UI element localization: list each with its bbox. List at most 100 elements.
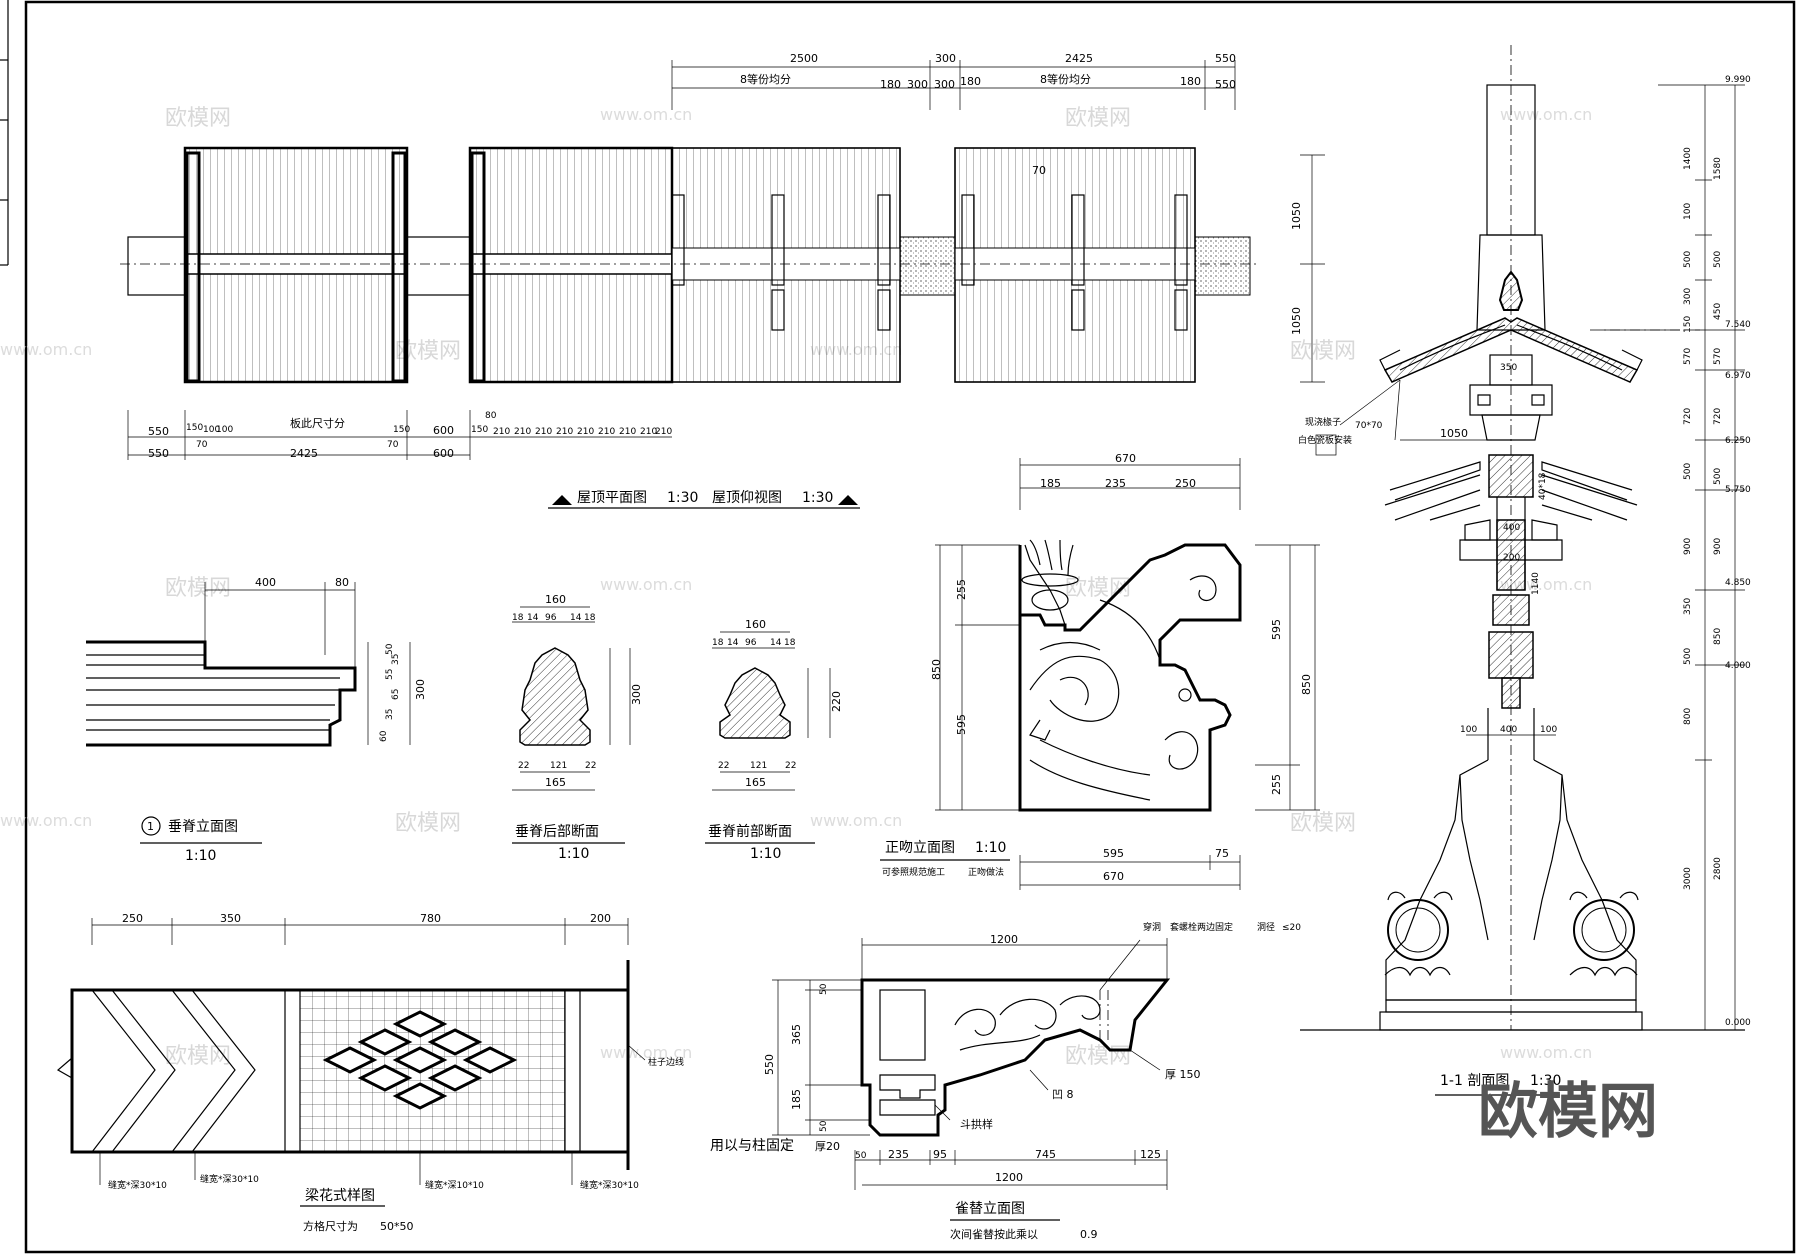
- svg-text:凹 8: 凹 8: [1052, 1088, 1074, 1101]
- dim-550: 550: [1215, 52, 1236, 65]
- svg-text:780: 780: [420, 912, 441, 925]
- svg-text:720: 720: [1683, 408, 1693, 425]
- svg-text:1:30: 1:30: [667, 490, 698, 506]
- svg-text:180: 180: [1180, 75, 1201, 88]
- svg-text:穿洞: 穿洞: [1143, 921, 1161, 933]
- svg-text:50: 50: [819, 1120, 829, 1132]
- svg-text:3000: 3000: [1683, 867, 1693, 890]
- svg-text:欧模网: 欧模网: [1065, 106, 1131, 131]
- svg-text:100: 100: [1683, 203, 1693, 220]
- title-sec-front: 垂脊前部断面: [708, 823, 792, 840]
- svg-text:185: 185: [790, 1089, 803, 1110]
- svg-text:柱子边线: 柱子边线: [648, 1056, 684, 1068]
- svg-text:595: 595: [1270, 619, 1283, 640]
- title-roof-plan: 屋顶平面图: [577, 490, 647, 506]
- svg-text:600: 600: [433, 447, 454, 460]
- title-chuiji: 垂脊立面图: [168, 819, 238, 835]
- svg-text:欧模网: 欧模网: [165, 576, 231, 601]
- svg-text:套螺栓两边固定: 套螺栓两边固定: [1170, 921, 1233, 933]
- svg-text:1200: 1200: [990, 933, 1018, 946]
- svg-text:1:10: 1:10: [750, 846, 781, 862]
- svg-text:缝宽*深30*10: 缝宽*深30*10: [580, 1179, 639, 1191]
- svg-text:1:10: 1:10: [185, 848, 216, 864]
- svg-text:70: 70: [196, 440, 208, 450]
- svg-text:100: 100: [1540, 725, 1557, 735]
- svg-text:745: 745: [1035, 1148, 1056, 1161]
- svg-text:250: 250: [1175, 477, 1196, 490]
- svg-text:50: 50: [385, 643, 395, 655]
- dim-300: 300: [935, 52, 956, 65]
- svg-text:550: 550: [1215, 78, 1236, 91]
- svg-text:2800: 2800: [1713, 857, 1723, 880]
- dim-2425: 2425: [1065, 52, 1093, 65]
- queti-elevation: 1200 550 50 365 185 50 穿洞 套螺栓两边固定 洞径 ≤20…: [710, 921, 1301, 1241]
- svg-text:欧模网: 欧模网: [1290, 811, 1356, 836]
- svg-text:210: 210: [577, 427, 594, 437]
- liang-pattern: 250 350 780 200: [56, 912, 684, 1233]
- svg-text:洞径: 洞径: [1257, 921, 1275, 933]
- svg-text:300: 300: [1683, 288, 1693, 305]
- svg-text:正吻做法: 正吻做法: [968, 866, 1004, 878]
- logo-text: 欧模网: [1478, 1077, 1658, 1147]
- svg-text:100: 100: [1460, 725, 1477, 735]
- svg-text:900: 900: [1683, 538, 1693, 555]
- svg-text:900: 900: [1713, 538, 1723, 555]
- svg-text:185: 185: [1040, 477, 1061, 490]
- svg-text:18: 18: [584, 613, 596, 623]
- svg-text:22: 22: [518, 761, 529, 771]
- svg-text:210: 210: [598, 427, 615, 437]
- title-zhengwen: 正吻立面图: [885, 840, 955, 856]
- svg-text:缝宽*深30*10: 缝宽*深30*10: [200, 1173, 259, 1185]
- dim-8div-a: 8等份均分: [740, 72, 791, 86]
- svg-text:350: 350: [1683, 598, 1693, 615]
- svg-text:150: 150: [393, 425, 410, 435]
- svg-text:14: 14: [570, 613, 582, 623]
- svg-text:150: 150: [186, 423, 203, 433]
- svg-text:165: 165: [545, 776, 566, 789]
- svg-text:50: 50: [855, 1151, 867, 1161]
- svg-text:670: 670: [1103, 870, 1124, 883]
- svg-text:1400: 1400: [1683, 147, 1693, 170]
- svg-text:96: 96: [545, 613, 557, 623]
- svg-text:14: 14: [527, 613, 539, 623]
- svg-text:550: 550: [148, 425, 169, 438]
- svg-text:22: 22: [718, 761, 729, 771]
- svg-text:18: 18: [512, 613, 524, 623]
- svg-text:www.om.cn: www.om.cn: [600, 575, 692, 594]
- svg-text:1200: 1200: [995, 1171, 1023, 1184]
- svg-text:235: 235: [1105, 477, 1126, 490]
- svg-text:欧模网: 欧模网: [1290, 339, 1356, 364]
- svg-text:200: 200: [1503, 553, 1520, 563]
- svg-text:180: 180: [880, 78, 901, 91]
- svg-text:160: 160: [545, 593, 566, 606]
- dim-8div-b: 8等份均分: [1040, 72, 1091, 86]
- svg-text:65: 65: [391, 689, 401, 700]
- section-front: 160 18 14 96 14 18 22 121 22 165 220 垂脊前…: [705, 618, 843, 862]
- svg-text:1050: 1050: [1290, 202, 1303, 230]
- svg-text:50: 50: [819, 983, 829, 995]
- svg-text:1: 1: [147, 820, 154, 833]
- svg-text:40*18: 40*18: [1538, 472, 1548, 500]
- svg-text:www.om.cn: www.om.cn: [600, 1043, 692, 1062]
- svg-text:1:10: 1:10: [558, 846, 589, 862]
- svg-text:350: 350: [220, 912, 241, 925]
- svg-text:800: 800: [1683, 708, 1693, 725]
- svg-text:210: 210: [655, 427, 672, 437]
- svg-text:www.om.cn: www.om.cn: [0, 811, 92, 830]
- svg-text:1140: 1140: [1531, 572, 1541, 595]
- svg-text:350: 350: [1500, 363, 1517, 373]
- svg-text:300: 300: [414, 679, 427, 700]
- plan-note: 板此尺寸分: [290, 416, 345, 430]
- svg-text:121: 121: [550, 761, 567, 771]
- svg-text:14: 14: [770, 638, 782, 648]
- svg-text:255: 255: [1270, 774, 1283, 795]
- svg-text:550: 550: [763, 1054, 776, 1075]
- svg-text:150: 150: [471, 425, 488, 435]
- svg-text:70: 70: [387, 440, 399, 450]
- svg-text:500: 500: [1713, 251, 1723, 268]
- svg-text:18: 18: [712, 638, 724, 648]
- svg-text:欧模网: 欧模网: [165, 106, 231, 131]
- svg-text:400: 400: [255, 576, 276, 589]
- svg-text:80: 80: [485, 411, 497, 421]
- svg-text:www.om.cn: www.om.cn: [810, 811, 902, 830]
